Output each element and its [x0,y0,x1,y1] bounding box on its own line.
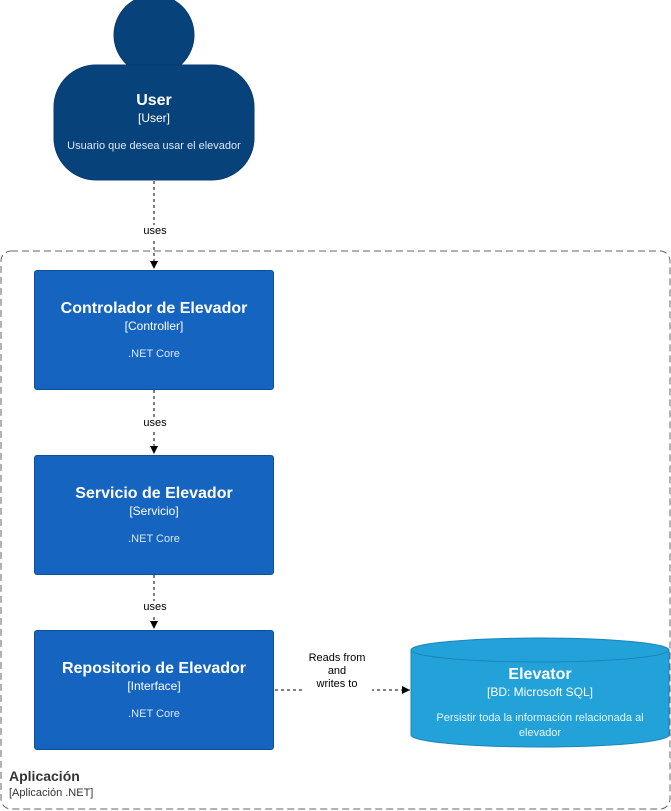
user-description: Usuario que desea usar el elevador [67,140,241,152]
database-type: [BD: Microsoft SQL] [486,685,594,699]
application-boundary [0,250,671,810]
container-controlador[interactable]: Controlador de Elevador [Controller] .NE… [34,270,274,390]
edge-label-line: Reads from [308,652,366,664]
container-technology: .NET Core [128,533,180,545]
edge-label-line: writes to [316,678,358,690]
user-head [113,0,195,76]
edge-label-reads-writes: Reads from and writes to [302,652,372,691]
boundary-type: [Aplicación .NET] [9,787,94,799]
container-name: Repositorio de Elevador [61,660,247,677]
database-description: Persistir toda la información relacionad… [436,712,644,739]
container-type: [Servicio] [129,504,179,518]
boundary-title: Aplicación [9,768,80,784]
database-name: Elevator [508,666,572,683]
container-name: Servicio de Elevador [75,485,233,502]
edge-label-uses: uses [139,225,171,238]
container-technology: .NET Core [128,348,180,360]
user-body [53,64,255,181]
edge-label-uses: uses [139,601,171,614]
container-servicio[interactable]: Servicio de Elevador [Servicio] .NET Cor… [34,455,274,575]
database-top [410,637,670,663]
container-type: [Interface] [127,679,181,693]
database-elevator[interactable]: Elevator [BD: Microsoft SQL] Persistir t… [411,666,669,746]
user-person[interactable]: User [User] Usuario que desea usar el el… [54,92,254,172]
container-type: [Controller] [124,319,184,333]
user-type: [User] [137,111,170,125]
user-name: User [136,92,172,109]
container-technology: .NET Core [128,708,180,720]
container-name: Controlador de Elevador [60,300,248,317]
container-repositorio[interactable]: Repositorio de Elevador [Interface] .NET… [34,630,274,750]
edge-label-line: and [327,665,347,677]
database-body [410,650,670,748]
elevator-database-shape[interactable] [410,637,670,748]
user-person-shape[interactable] [53,0,255,181]
edge-label-uses: uses [139,417,171,430]
